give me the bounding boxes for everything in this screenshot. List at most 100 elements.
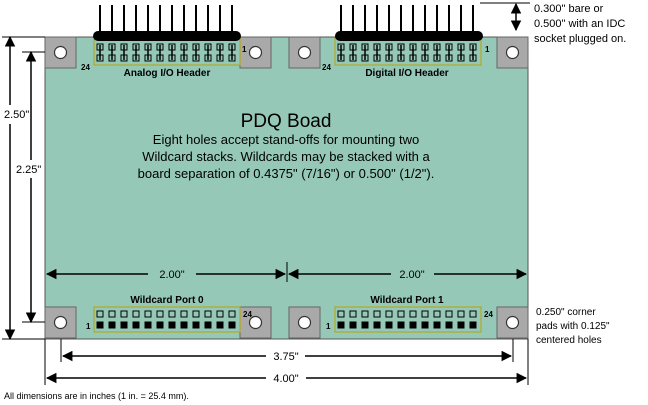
port-pin [192, 321, 200, 329]
port-pin [132, 310, 140, 318]
port-pin [144, 321, 152, 329]
port-pin [409, 321, 417, 329]
analog-header-bar [93, 31, 241, 41]
mounting-hole [248, 315, 263, 330]
port-pin [156, 321, 164, 329]
mounting-hole [297, 45, 312, 60]
corner-pads-note-2: pads with 0.125" [536, 321, 610, 332]
analog-pin-1-label: 1 [242, 45, 247, 54]
port-pin [361, 321, 369, 329]
wildcard-port-1-outline [334, 306, 482, 333]
description-line-1: Eight holes accept stand-offs for mounti… [153, 132, 419, 147]
mounting-hole [505, 45, 520, 60]
corner-pads-note-3: centered holes [536, 335, 602, 346]
width-total-label: 4.00" [273, 373, 298, 385]
port-pin [180, 310, 188, 318]
header-height-note-2: 0.500" with an IDC [534, 18, 625, 30]
corner-pad-top-right [496, 36, 529, 69]
port-pin [204, 310, 212, 318]
port-pin [385, 310, 393, 318]
wildcard-port-1-label: Wildcard Port 1 [370, 295, 444, 306]
port-pin [469, 321, 477, 329]
height-inner-label: 2.25" [16, 164, 41, 176]
port-pin [228, 321, 236, 329]
port-pin [433, 321, 441, 329]
header-height-note-3: socket plugged on. [534, 33, 626, 45]
port-pin [445, 321, 453, 329]
description-line-2: Wildcard stacks. Wildcards may be stacke… [142, 149, 430, 164]
mounting-hole [248, 45, 263, 60]
board [44, 36, 529, 340]
port-pin [433, 310, 441, 318]
wildcard-port-0-label: Wildcard Port 0 [130, 295, 204, 306]
analog-pin-24-label: 24 [81, 63, 90, 72]
port-pin [168, 321, 176, 329]
port-pin [228, 310, 236, 318]
port-pin [397, 321, 405, 329]
height-total-label: 2.50" [4, 109, 29, 121]
board-title: PDQ Boad [241, 111, 332, 132]
port-pin [337, 321, 345, 329]
port-pin [120, 310, 128, 318]
port-pin [96, 321, 104, 329]
port-pin [421, 310, 429, 318]
port-pin [373, 321, 381, 329]
corner-pad-bottom-right [496, 306, 529, 339]
port1-pin-24-label: 24 [484, 310, 493, 319]
corner-pads [44, 36, 529, 339]
port-pin [132, 321, 140, 329]
port-pin [397, 310, 405, 318]
port-pin [337, 310, 345, 318]
corner-pad-top-mid-right [288, 36, 321, 69]
mounting-hole [53, 45, 68, 60]
digital-header-label: Digital I/O Header [365, 68, 448, 79]
corner-pad-bottom-mid-right [288, 306, 321, 339]
port1-pin-1-label: 1 [326, 322, 331, 331]
port-pin [120, 321, 128, 329]
digital-pin-1-label: 1 [485, 45, 490, 54]
port-pin [421, 321, 429, 329]
port-pin [144, 310, 152, 318]
port-pin [192, 310, 200, 318]
half-width-right-label: 2.00" [399, 269, 424, 281]
port-pin [349, 310, 357, 318]
port-pin [349, 321, 357, 329]
description-line-3: board separation of 0.4375" (7/16") or 0… [138, 166, 435, 181]
corner-pad-top-left [44, 36, 77, 69]
port-pin [108, 321, 116, 329]
port-pin [361, 310, 369, 318]
port-pin [216, 321, 224, 329]
port-pin [96, 310, 104, 318]
port-pin [385, 321, 393, 329]
port-pin [216, 310, 224, 318]
header-height-note-1: 0.300" bare or [534, 3, 604, 15]
corner-pad-bottom-mid-left [239, 306, 272, 339]
port-pin [204, 321, 212, 329]
wildcard-port-0-pins [96, 310, 236, 329]
corner-pads-note-1: 0.250" corner [536, 307, 596, 318]
wildcard-port-0-outline [93, 306, 241, 333]
port-pin [168, 310, 176, 318]
port-pin [180, 321, 188, 329]
mounting-hole [53, 315, 68, 330]
port-pin [108, 310, 116, 318]
port0-pin-24-label: 24 [243, 310, 252, 319]
port-pin [457, 310, 465, 318]
port-pin [409, 310, 417, 318]
corner-pad-bottom-left [44, 306, 77, 339]
corner-pad-top-mid-left [239, 36, 272, 69]
port-pin [373, 310, 381, 318]
port-pin [445, 310, 453, 318]
mounting-hole [505, 315, 520, 330]
half-width-left-label: 2.00" [159, 269, 184, 281]
port-pin [457, 321, 465, 329]
digital-pin-24-label: 24 [322, 63, 331, 72]
mounting-hole [297, 315, 312, 330]
analog-header-label: Analog I/O Header [124, 68, 211, 79]
wildcard-port-1-pins [337, 310, 477, 329]
footer-note: All dimensions are in inches (1 in. = 25… [4, 391, 189, 401]
port0-pin-1-label: 1 [86, 322, 91, 331]
port-pin [156, 310, 164, 318]
hole-span-label: 3.75" [273, 351, 298, 363]
